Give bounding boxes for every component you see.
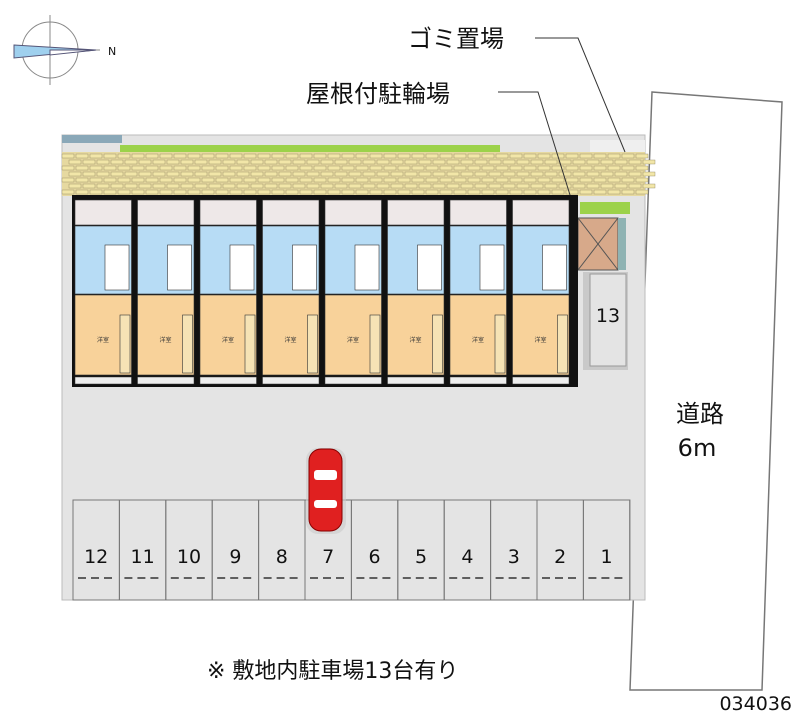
- bike-parking-roof: [577, 217, 626, 271]
- parking-space-1: 1: [582, 499, 631, 601]
- apartment-building: 洋室 洋室 洋室 洋室 洋室 洋室 洋室 洋室: [72, 195, 578, 387]
- parking-space-number: 4: [461, 546, 473, 568]
- parking-space-number: 10: [177, 546, 201, 568]
- garbage-leader-line: [535, 37, 626, 153]
- road: [629, 91, 783, 691]
- parking-space-number: 2: [554, 546, 566, 568]
- room-label: 洋室: [347, 336, 359, 344]
- lot-edge: [62, 135, 122, 143]
- bike-leader-line: [498, 91, 571, 196]
- parking-space-number: 1: [601, 546, 613, 568]
- compass-north-label: N: [108, 45, 116, 58]
- bike-parking-label: 屋根付駐輪場: [306, 80, 450, 108]
- parking-space-number: 6: [369, 546, 381, 568]
- road-width-label: 6m: [678, 434, 717, 462]
- unit: 洋室: [74, 199, 132, 385]
- parking-space-number: 7: [322, 546, 334, 568]
- hedge: [120, 145, 500, 152]
- hedge: [580, 202, 630, 214]
- room-label: 洋室: [535, 336, 547, 344]
- parking-space-number: 3: [508, 546, 520, 568]
- garbage-label: ゴミ置場: [408, 25, 504, 53]
- car-icon: [306, 448, 346, 534]
- unit: 洋室: [387, 199, 445, 385]
- parking-space-12: 12: [72, 499, 120, 601]
- room-label: 洋室: [410, 336, 422, 344]
- room-label: 洋室: [472, 336, 484, 344]
- unit: 洋室: [512, 199, 570, 385]
- unit: 洋室: [324, 199, 382, 385]
- room-label: 洋室: [222, 336, 234, 344]
- parking-area: 12 11 10 9 8 7 6 5 4 3 2 1: [72, 499, 631, 601]
- parking-space-number: 9: [229, 546, 241, 568]
- property-id: 034036: [719, 693, 792, 715]
- unit: 洋室: [199, 199, 257, 385]
- parking-space-number: 5: [415, 546, 427, 568]
- footer-note: ※ 敷地内駐車場13台有り: [207, 659, 458, 684]
- parking-space-number: 8: [276, 546, 288, 568]
- unit: 洋室: [262, 199, 320, 385]
- room-label: 洋室: [160, 336, 172, 344]
- parking-space-10: 10: [165, 499, 213, 601]
- parking-space-13: 13: [583, 272, 628, 370]
- unit: 洋室: [449, 199, 507, 385]
- room-label: 洋室: [97, 336, 109, 344]
- parking-space-2: 2: [536, 499, 584, 601]
- parking-space-9: 9: [211, 499, 260, 601]
- parking-space-number: 12: [84, 546, 108, 568]
- parking-space-number: 11: [131, 546, 155, 568]
- brick-pattern: [61, 153, 656, 195]
- parking-space-number: 13: [596, 305, 620, 327]
- compass-icon: N: [13, 15, 116, 85]
- road-name-label: 道路: [676, 400, 724, 428]
- unit: 洋室: [137, 199, 195, 385]
- room-label: 洋室: [285, 336, 297, 344]
